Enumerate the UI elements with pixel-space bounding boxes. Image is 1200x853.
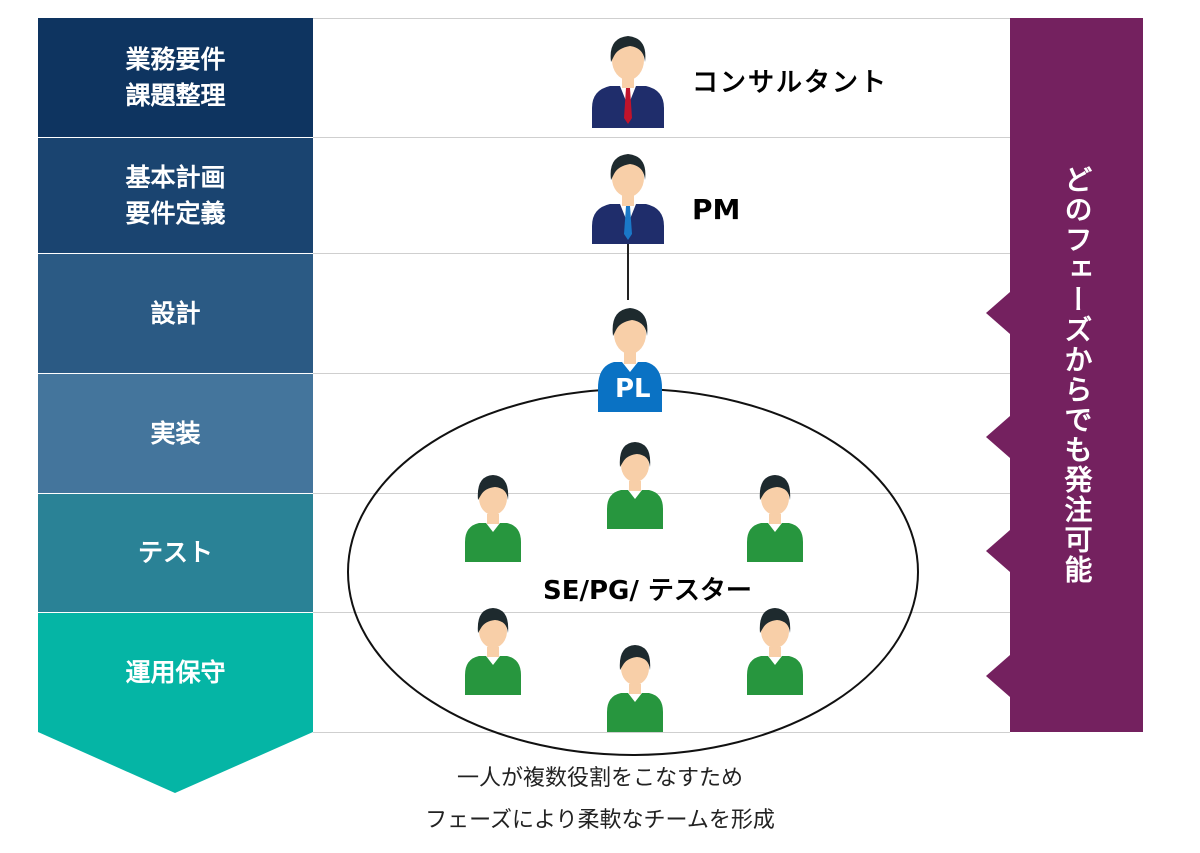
caption-line-1: 一人が複数役割をこなすため xyxy=(456,766,743,791)
phase-cell-requirements: 業務要件 課題整理 xyxy=(38,18,313,137)
phase-cell-planning: 基本計画 要件定義 xyxy=(38,138,313,253)
row-divider xyxy=(313,373,1010,374)
row-divider xyxy=(313,612,1010,613)
phase-cell-test: テスト xyxy=(38,494,313,612)
consultant-icon xyxy=(592,36,664,128)
pl-icon xyxy=(598,308,662,412)
consultant-label: コンサルタント xyxy=(692,68,889,98)
team-member-icon xyxy=(465,475,521,562)
pm-icon xyxy=(592,154,664,244)
team-label: SE/PG/ テスター xyxy=(543,576,752,606)
team-member-icon xyxy=(747,608,803,695)
row-divider xyxy=(313,18,1010,19)
side-banner-text-box: どのフェーズからでも発注可能 xyxy=(1010,18,1143,732)
team-member-icon xyxy=(465,608,521,695)
row-divider xyxy=(313,732,1010,733)
phase-cell-implementation: 実装 xyxy=(38,374,313,493)
phase-arrow-tip xyxy=(38,732,313,793)
pl-label: PL xyxy=(615,374,651,404)
side-banner-text: どのフェーズからでも発注可能 xyxy=(1060,165,1094,585)
phase-cell-design: 設計 xyxy=(38,254,313,373)
banner-pointer xyxy=(986,655,1010,697)
banner-pointer xyxy=(986,530,1010,572)
team-member-icon xyxy=(607,645,663,732)
row-divider xyxy=(313,253,1010,254)
team-member-icon xyxy=(607,442,663,529)
banner-pointer xyxy=(986,292,1010,334)
pm-label: PM xyxy=(692,193,741,226)
caption-line-2: フェーズにより柔軟なチームを形成 xyxy=(425,808,775,833)
banner-pointer xyxy=(986,416,1010,458)
phase-cell-operations: 運用保守 xyxy=(38,613,313,732)
row-divider xyxy=(313,137,1010,138)
team-member-icon xyxy=(747,475,803,562)
side-banner xyxy=(1010,18,1143,732)
row-divider xyxy=(313,493,1010,494)
